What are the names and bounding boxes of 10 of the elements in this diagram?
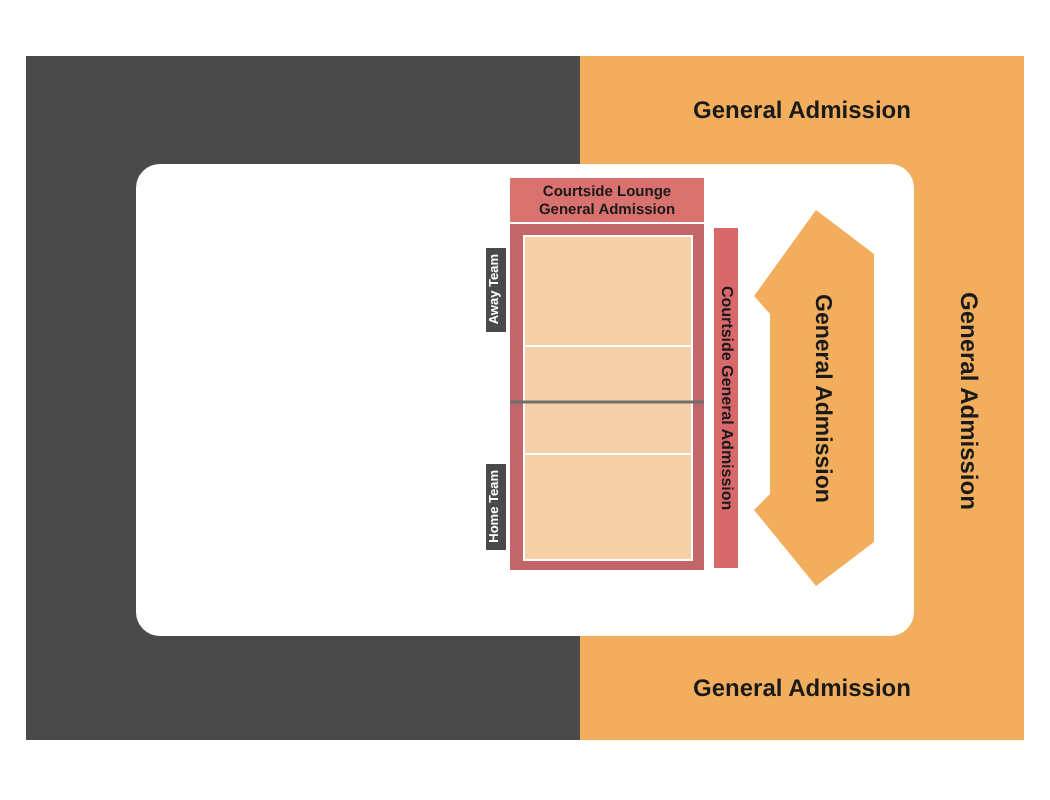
section-label: Courtside General Admission: [716, 285, 736, 511]
section-label: General Admission: [693, 673, 911, 703]
section-label: General Admission: [807, 293, 834, 503]
team-bench-tag: [486, 464, 506, 550]
seating-section: [754, 210, 874, 586]
section-label: General Admission: [693, 95, 911, 125]
seating-section: [510, 178, 704, 222]
team-bench-tag: [486, 248, 506, 332]
section-label: General Admission: [954, 291, 984, 509]
seating-section: [714, 228, 738, 568]
